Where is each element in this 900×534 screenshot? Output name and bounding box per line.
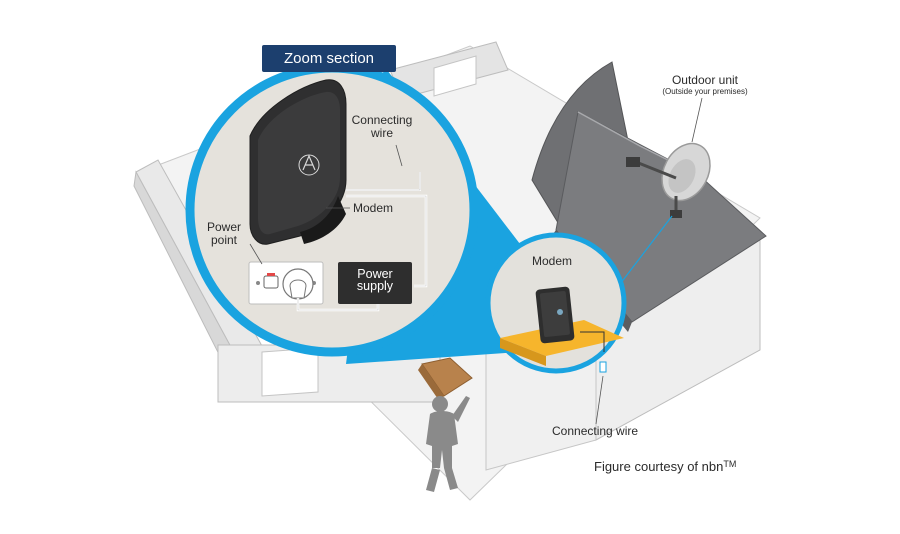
connecting-wire-leader [595, 375, 604, 425]
room-modem-label: Modem [532, 254, 573, 268]
power-supply-label: Power supply [339, 267, 411, 293]
power-supply-label-line2: supply [356, 279, 394, 293]
power-supply-box [338, 262, 412, 304]
outdoor-unit-subtitle: (Outside your premises) [662, 87, 748, 96]
zoom-modem-label: Modem [353, 201, 394, 215]
window-opening [261, 347, 319, 397]
zoom-connecting-wire-label-line1: Connecting [351, 113, 413, 127]
outdoor-unit-dish [626, 142, 711, 218]
bottom-connecting-wire-label: Connecting wire [552, 424, 639, 438]
roof-cable [613, 215, 673, 293]
nbn-logo-icon [298, 154, 320, 176]
trademark-mark: TM [723, 459, 737, 469]
zoom-circle [185, 63, 479, 357]
power-point-label: Power point [200, 221, 248, 247]
figure-credit: Figure courtesy of nbnTM [594, 459, 736, 474]
zoom-connecting-wire-label-line2: wire [370, 126, 393, 140]
zoom-section-badge: Zoom section [262, 45, 396, 72]
power-supply-label-line1: Power [357, 267, 393, 281]
back-window [433, 55, 477, 97]
person-figure [426, 396, 470, 492]
zoom-connecting-wire-label: Connecting wire [344, 114, 420, 140]
power-point-label-line1: Power [206, 220, 241, 234]
outdoor-unit-title: Outdoor unit [671, 73, 739, 87]
wall-socket-icon [599, 361, 607, 373]
power-point-label-line2: point [210, 233, 238, 247]
figure-credit-text: Figure courtesy of nbn [594, 459, 724, 474]
room-detail-circle [485, 232, 627, 374]
outdoor-unit-label: Outdoor unit (Outside your premises) [640, 74, 770, 97]
outdoor-unit-leader [691, 97, 703, 143]
